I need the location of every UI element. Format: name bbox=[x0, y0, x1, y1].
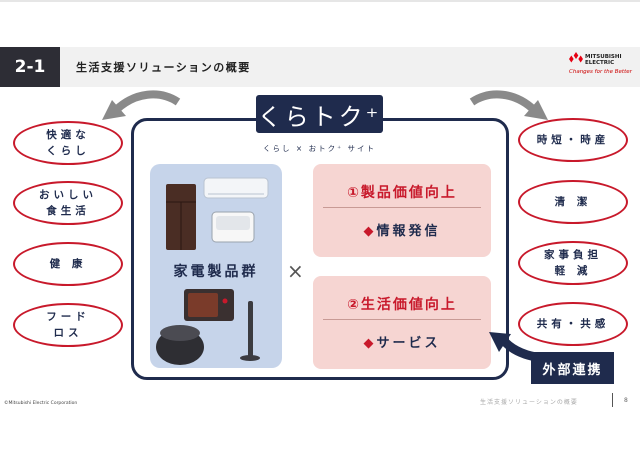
footer-title: 生活支援ソリューションの概要 bbox=[480, 399, 578, 406]
right-item-housework: 家事負担 軽 減 bbox=[518, 241, 628, 285]
appliance-illustrations-bottom bbox=[156, 289, 260, 365]
fan-icon bbox=[240, 301, 260, 361]
diamond-icon: ◆ bbox=[363, 224, 377, 239]
right-item-share-empathy: 共有・共感 bbox=[518, 302, 628, 346]
page-title: 生活支援ソリューションの概要 bbox=[76, 61, 251, 74]
curved-arrow-right-icon bbox=[469, 90, 548, 120]
service-logo: くらトク⁺ bbox=[256, 95, 383, 133]
ih-cooker-icon bbox=[211, 211, 255, 243]
refrigerator-icon bbox=[166, 184, 196, 250]
value-box-product: ①製品価値向上 ◆情報発信 bbox=[313, 164, 491, 257]
left-item-comfort: 快適な くらし bbox=[13, 121, 123, 165]
external-link-label: 外部連携 bbox=[531, 352, 614, 384]
copyright: ©Mitsubishi Electric Corporation bbox=[4, 401, 78, 406]
right-item-cleanliness: 清 潔 bbox=[518, 180, 628, 224]
divider bbox=[323, 207, 481, 208]
appliance-illustrations-top bbox=[166, 177, 269, 250]
diamond-icon: ◆ bbox=[363, 336, 377, 351]
three-diamonds-icon bbox=[569, 52, 583, 63]
divider bbox=[323, 319, 481, 320]
section-number: 2-1 bbox=[0, 47, 60, 87]
value-box-life: ②生活価値向上 ◆サービス bbox=[313, 276, 491, 369]
brand-tagline: Changes for the Better bbox=[569, 69, 632, 75]
air-conditioner-icon bbox=[203, 177, 269, 199]
value-item-product: ◆情報発信 bbox=[363, 224, 441, 239]
value-title-product: ①製品価値向上 bbox=[347, 185, 457, 201]
value-title-life: ②生活価値向上 bbox=[347, 297, 457, 313]
left-item-diet: おいしい 食生活 bbox=[13, 181, 123, 225]
curved-arrow-left-icon bbox=[102, 90, 181, 120]
brand-logo: MITSUBISHI ELECTRIC Changes for the Bett… bbox=[568, 51, 632, 83]
brand-name: MITSUBISHI ELECTRIC bbox=[585, 54, 622, 66]
rice-cooker-icon bbox=[156, 325, 204, 365]
times-symbol: × bbox=[287, 259, 304, 283]
appliance-group-label: 家電製品群 bbox=[173, 264, 259, 280]
left-item-food-loss: フード ロス bbox=[13, 303, 123, 347]
page-number: 8 bbox=[624, 397, 628, 404]
footer-divider bbox=[612, 393, 613, 407]
right-item-time-saving: 時短・時産 bbox=[518, 118, 628, 162]
left-item-health: 健 康 bbox=[13, 242, 123, 286]
top-rule bbox=[0, 0, 640, 2]
value-item-life: ◆サービス bbox=[363, 336, 441, 351]
microwave-icon bbox=[184, 289, 234, 321]
service-subtitle: くらし × おトク⁺ サイト bbox=[263, 144, 376, 153]
header-band bbox=[0, 47, 640, 87]
